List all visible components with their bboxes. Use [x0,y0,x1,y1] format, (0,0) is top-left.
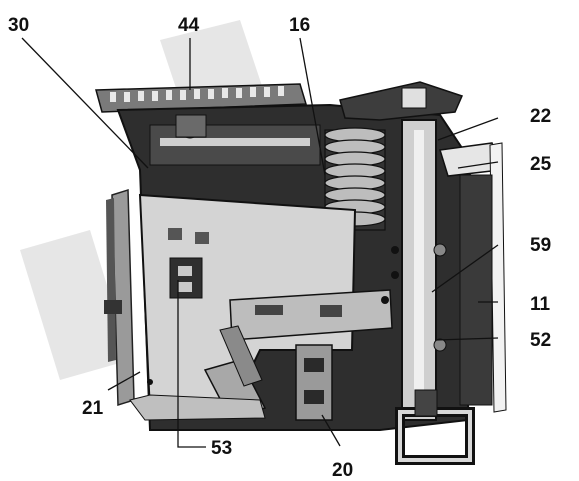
leader-53 [177,280,206,448]
leader-20 [321,414,341,447]
callout-52: 52 [530,330,551,351]
leader-lines [21,37,499,448]
leader-59 [431,244,499,293]
callout-11: 11 [530,294,551,315]
leader-16 [299,37,326,176]
leader-25 [457,161,499,169]
callout-16: 16 [289,15,310,36]
leader-21 [107,371,141,391]
callout-20: 20 [332,460,353,481]
leader-22 [437,117,499,141]
callout-21: 21 [82,398,104,419]
mechanism-illustration [95,81,507,465]
callout-44: 44 [178,15,200,36]
callout-25: 25 [530,154,552,175]
leader-30 [21,37,149,169]
top-arm [339,81,464,121]
leader-52 [435,337,499,341]
left-side-rail [111,188,135,407]
callout-59: 59 [530,235,551,256]
callout-22: 22 [530,106,551,127]
callout-30: 30 [8,15,29,36]
bottom-contact [295,344,333,421]
callout-53: 53 [211,438,232,459]
callout-labels: 30 44 16 22 25 59 11 52 21 53 20 [8,15,552,481]
